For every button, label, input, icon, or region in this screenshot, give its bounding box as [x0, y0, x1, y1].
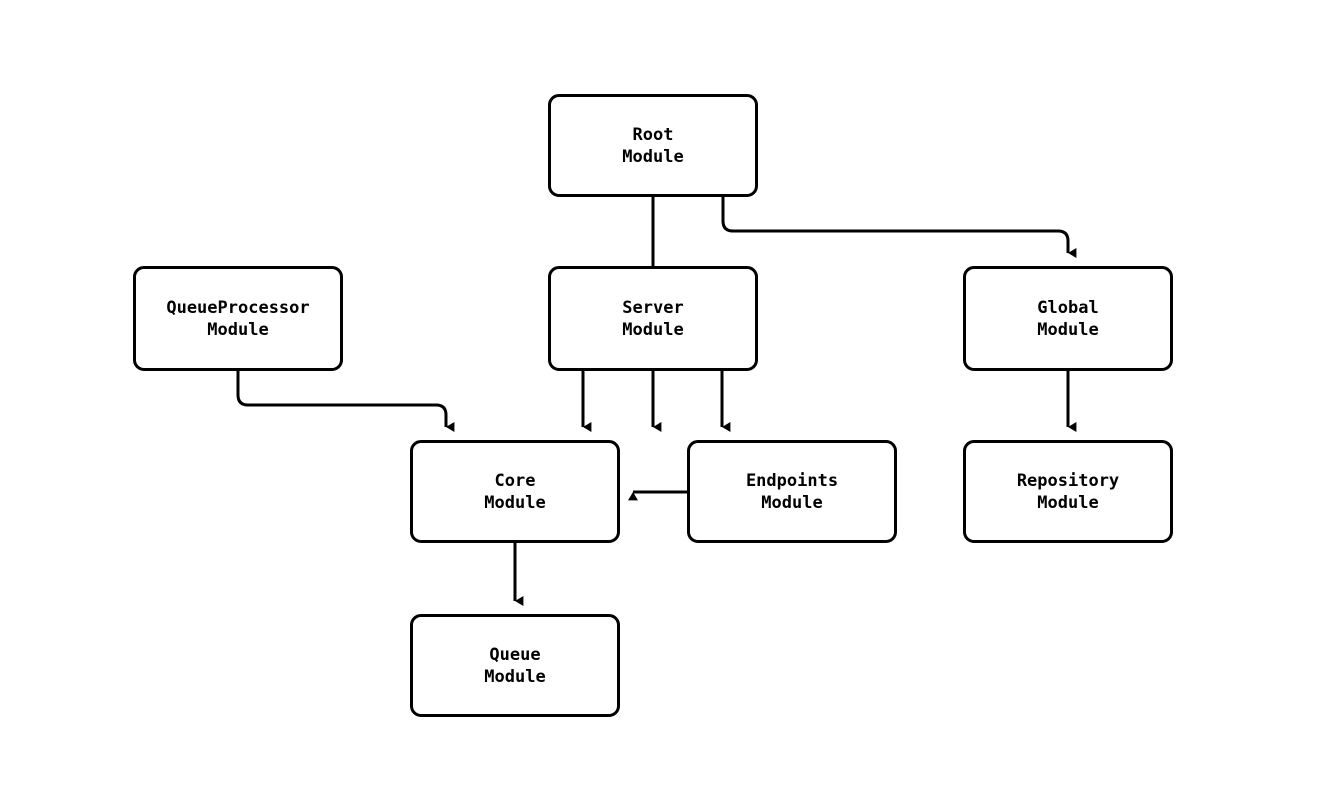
node-server-module[interactable]: Server Module [548, 266, 758, 371]
node-label-root-module: Root Module [622, 124, 684, 167]
edges-group [236, 197, 1077, 606]
node-repository-module[interactable]: Repository Module [963, 440, 1173, 543]
node-label-repository-module: Repository Module [1016, 470, 1120, 513]
node-label-global-module: Global Module [1037, 297, 1099, 340]
node-queue-module[interactable]: Queue Module [410, 614, 620, 717]
node-label-endpoints-module: Endpoints Module [745, 470, 839, 513]
edge-queueprocessor-core [236, 371, 455, 432]
node-label-queueprocessor-module: QueueProcessor Module [166, 297, 310, 340]
edge-root-global [721, 197, 1077, 258]
node-global-module[interactable]: Global Module [963, 266, 1173, 371]
node-label-core-module: Core Module [484, 470, 546, 513]
node-endpoints-module[interactable]: Endpoints Module [687, 440, 897, 543]
node-label-queue-module: Queue Module [484, 644, 546, 687]
node-root-module[interactable]: Root Module [548, 94, 758, 197]
node-queueprocessor-module[interactable]: QueueProcessor Module [133, 266, 343, 371]
node-label-server-module: Server Module [622, 297, 684, 340]
node-core-module[interactable]: Core Module [410, 440, 620, 543]
